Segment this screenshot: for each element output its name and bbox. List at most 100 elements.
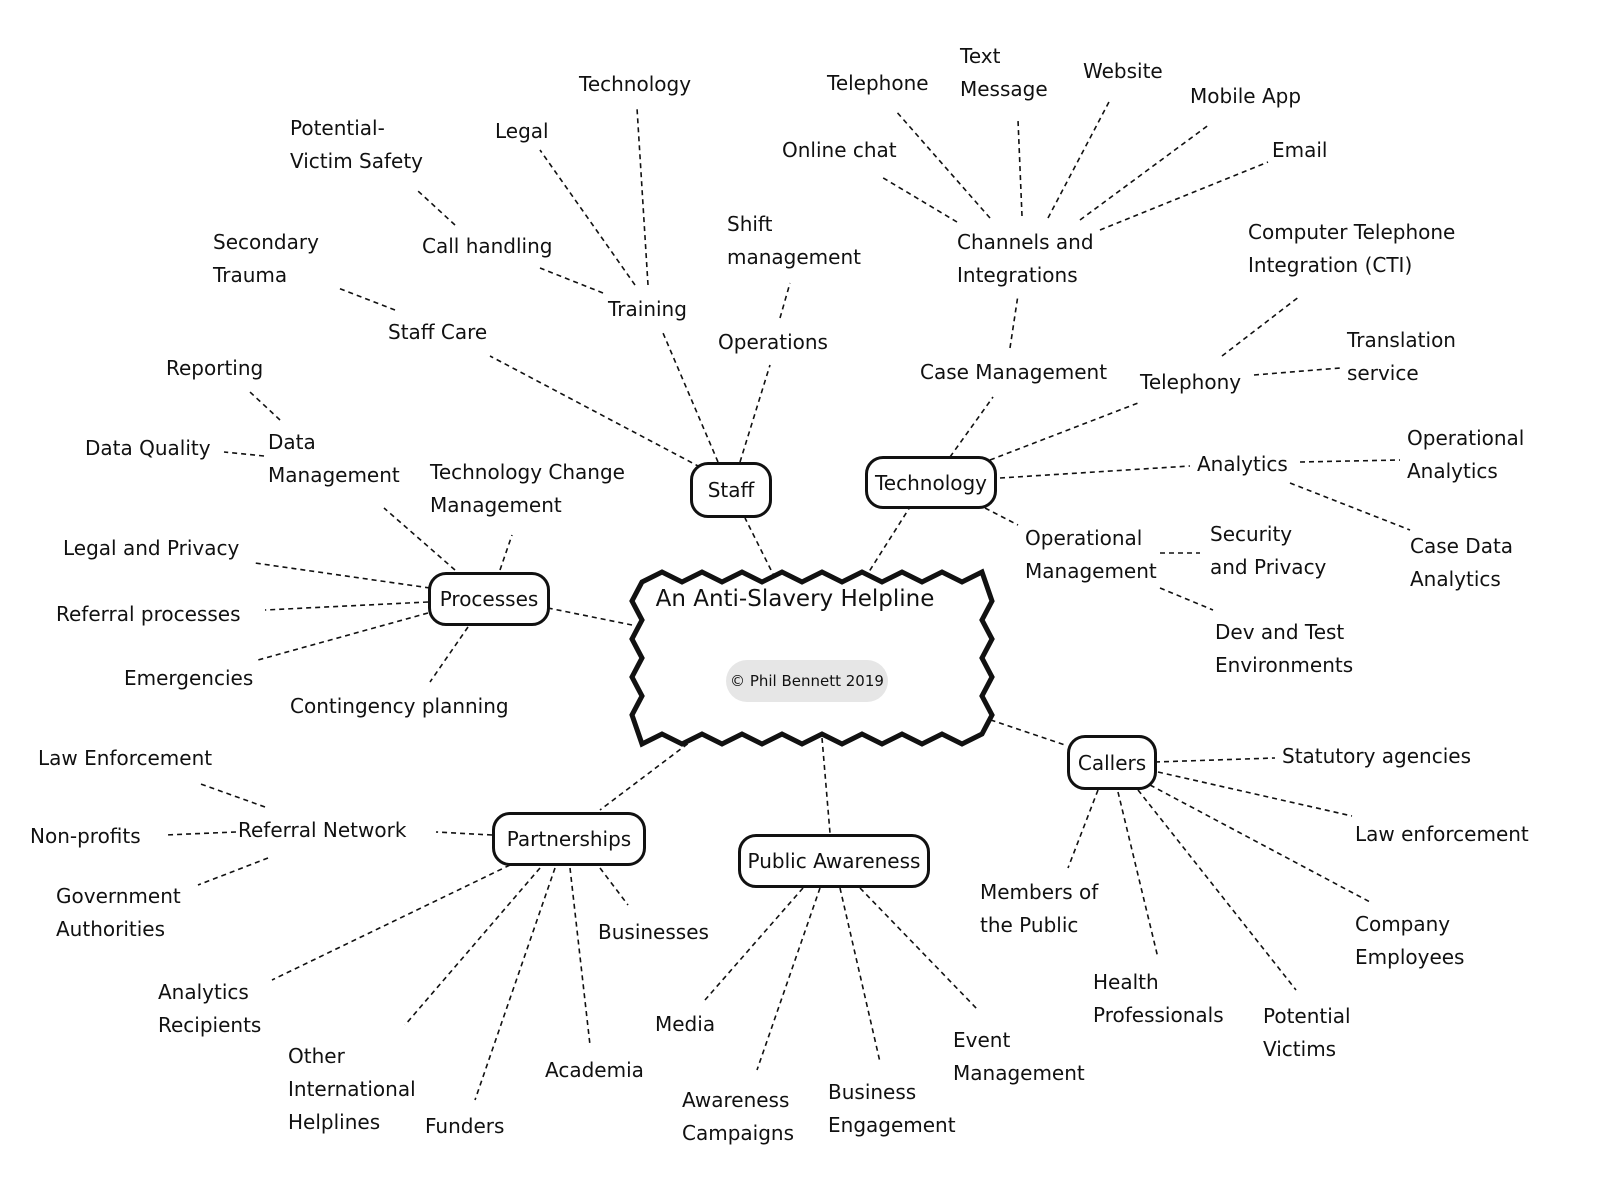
central-zigzag-frame <box>629 568 995 748</box>
link-telephony-translation <box>1253 367 1341 376</box>
node-analytics: Analytics <box>1197 452 1288 476</box>
link-tech-analytics <box>999 465 1191 479</box>
node-data-management: Data Management <box>268 430 400 487</box>
link-callers-victims <box>1137 789 1297 991</box>
node-channels-integrations: Channels and Integrations <box>957 230 1094 287</box>
link-proc-legal <box>254 562 431 589</box>
link-tech-telephony <box>989 402 1139 461</box>
node-staff-care: Staff Care <box>388 320 488 344</box>
link-part-referral <box>435 831 493 836</box>
link-staff-care <box>489 355 701 468</box>
link-part-businesses <box>599 867 629 906</box>
node-tech-change: Technology Change Management <box>430 460 625 517</box>
link-training-callhandling <box>539 267 604 294</box>
link-channels-website <box>1047 99 1111 219</box>
node-call-handling: Call handling <box>422 234 553 258</box>
node-law-enforcement-caller: Law enforcement <box>1355 822 1529 846</box>
node-legal-privacy: Legal and Privacy <box>63 536 240 560</box>
node-operational-analytics: Operational Analytics <box>1407 426 1525 483</box>
node-shift-management: Shift management <box>727 212 861 269</box>
link-channels-text <box>1017 119 1023 217</box>
link-care-trauma <box>337 287 396 311</box>
link-part-academia <box>569 867 591 1046</box>
node-security-privacy: Security and Privacy <box>1210 522 1327 579</box>
link-center-staff <box>744 517 776 579</box>
link-proc-techchange <box>499 534 513 571</box>
link-center-callers <box>981 716 1066 746</box>
node-referral-processes: Referral processes <box>56 602 241 626</box>
link-callers-law <box>1157 771 1353 817</box>
node-secondary-trauma: Secondary Trauma <box>213 230 319 287</box>
link-operations-shift <box>779 282 791 319</box>
node-case-data-analytics: Case Data Analytics <box>1410 534 1514 591</box>
node-text-message: Text Message <box>960 44 1048 101</box>
link-proc-contingency <box>429 626 469 683</box>
link-casemgmt-channels <box>1009 294 1019 349</box>
link-training-legal <box>539 149 636 286</box>
link-referral-nonprofits <box>164 831 237 836</box>
central-title: An Anti-Slavery Helpline <box>655 586 935 612</box>
link-center-technology <box>864 506 911 579</box>
node-telephony: Telephony <box>1140 370 1242 394</box>
node-training: Training <box>608 297 687 321</box>
link-callhandling-safety <box>417 190 456 226</box>
node-business-engagement: Business Engagement <box>828 1080 956 1137</box>
link-channels-chat <box>879 175 958 223</box>
link-center-partnerships <box>599 732 703 811</box>
hub-technology[interactable]: Technology <box>865 456 997 509</box>
hub-callers[interactable]: Callers <box>1067 735 1157 790</box>
link-part-analytics <box>271 864 511 981</box>
node-legal: Legal <box>495 119 549 143</box>
link-channels-app <box>1079 123 1211 221</box>
link-proc-emergencies <box>257 612 429 661</box>
node-operations: Operations <box>718 330 828 354</box>
hub-staff[interactable]: Staff <box>690 462 772 518</box>
copyright-badge: © Phil Bennett 2019 <box>726 660 888 702</box>
link-pa-media <box>704 887 804 1001</box>
node-non-profits: Non-profits <box>30 824 141 848</box>
node-members-public: Members of the Public <box>980 880 1099 937</box>
link-center-public-awareness <box>821 737 831 834</box>
node-academia: Academia <box>545 1058 644 1082</box>
node-operational-management: Operational Management <box>1025 526 1157 583</box>
link-proc-data <box>383 507 456 571</box>
link-callers-statutory <box>1154 757 1276 763</box>
link-referral-law <box>197 782 266 808</box>
node-event-management: Event Management <box>953 1028 1085 1085</box>
link-center-processes <box>547 607 633 626</box>
node-telephone: Telephone <box>827 71 929 95</box>
node-media: Media <box>655 1012 716 1036</box>
node-company-employees: Company Employees <box>1355 912 1465 969</box>
node-website: Website <box>1083 59 1163 83</box>
hub-public-awareness[interactable]: Public Awareness <box>738 834 930 888</box>
link-analytics-casedata <box>1289 482 1411 531</box>
node-data-quality: Data Quality <box>85 436 211 460</box>
link-part-international <box>404 867 541 1026</box>
link-tech-opmgmt <box>984 507 1019 526</box>
node-online-chat: Online chat <box>782 138 897 162</box>
node-health-professionals: Health Professionals <box>1093 970 1224 1027</box>
node-businesses: Businesses <box>598 920 709 944</box>
link-part-funders <box>474 867 556 1101</box>
link-data-reporting <box>249 391 281 421</box>
node-analytics-recipients: Analytics Recipients <box>158 980 262 1037</box>
link-callers-public <box>1067 789 1099 869</box>
node-emergencies: Emergencies <box>124 666 254 690</box>
link-callers-employees <box>1149 784 1371 903</box>
link-pa-events <box>859 887 979 1011</box>
node-awareness-campaigns: Awareness Campaigns <box>682 1088 795 1145</box>
node-reporting: Reporting <box>166 356 264 380</box>
link-training-technology <box>636 107 649 286</box>
hub-partnerships[interactable]: Partnerships <box>492 812 646 866</box>
node-contingency: Contingency planning <box>290 694 509 718</box>
hub-processes[interactable]: Processes <box>428 572 550 626</box>
node-victim-safety: Potential- Victim Safety <box>290 116 424 173</box>
link-referral-government <box>197 857 269 886</box>
link-opmgmt-devtest <box>1159 587 1214 611</box>
link-pa-campaigns <box>756 887 821 1071</box>
node-statutory-agencies: Statutory agencies <box>1282 744 1472 768</box>
link-tech-casemgmt <box>949 396 994 458</box>
node-international-helplines: Other International Helplines <box>288 1044 416 1134</box>
link-telephony-cti <box>1221 295 1301 357</box>
